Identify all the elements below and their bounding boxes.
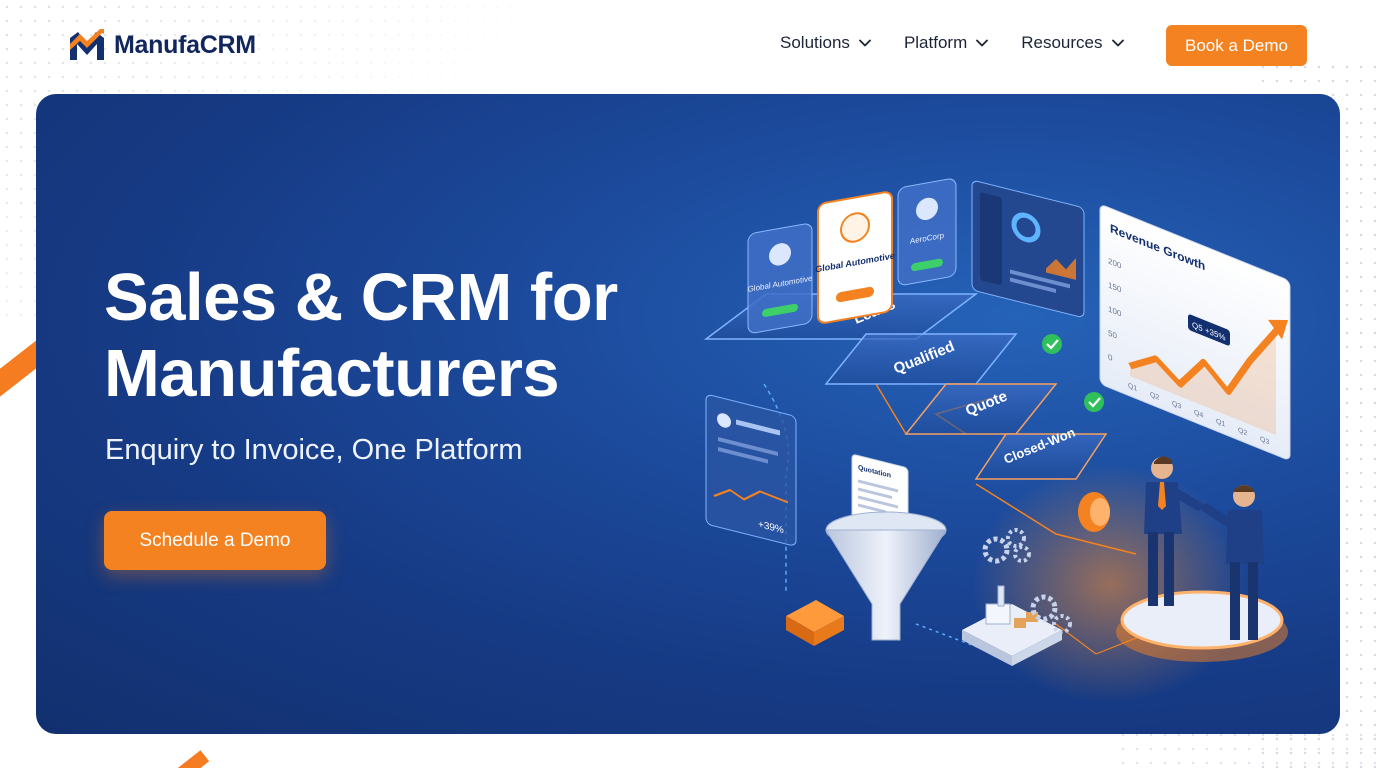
- check-icon: [1042, 334, 1062, 354]
- lead-card: AeroCorp: [897, 178, 957, 286]
- hero-title: Sales & CRM for Manufacturers: [104, 260, 704, 412]
- decorative-dot-pattern: [1116, 728, 1376, 768]
- chevron-down-icon: [1111, 39, 1124, 47]
- dashboard-panel: [971, 180, 1085, 318]
- svg-text:Q3: Q3: [1260, 434, 1269, 446]
- gear-icon: [982, 528, 1031, 564]
- nav-item-label: Platform: [903, 33, 968, 52]
- lead-card: Global Automotive: [747, 223, 813, 334]
- pipeline-stage-quote: Quote: [904, 383, 1058, 435]
- brand-logo[interactable]: ManufaCRM: [68, 28, 256, 62]
- chevron-down-icon: [976, 39, 989, 47]
- hero-title-line2: Manufacturers: [104, 336, 560, 411]
- businessman-figure: [1201, 485, 1264, 640]
- book-demo-button[interactable]: Book a Demo: [1166, 25, 1307, 66]
- handshake-platform: [1116, 590, 1288, 662]
- revenue-growth-chart: Revenue Growth 200 150 100 50 0 Q5 +35% …: [1099, 205, 1291, 460]
- stats-panel: +39%: [705, 394, 797, 546]
- svg-text:50: 50: [1108, 328, 1117, 341]
- nav-item-label: Resources: [1021, 33, 1103, 52]
- svg-text:Q2: Q2: [1238, 425, 1247, 437]
- integration-module-icon: [786, 600, 844, 646]
- pipeline-stage-qualified: Qualified: [824, 333, 1018, 385]
- nav-item-label: Solutions: [780, 33, 850, 52]
- gear-icon: [1030, 594, 1072, 634]
- svg-text:Q1: Q1: [1128, 381, 1137, 393]
- target-lens-icon: [1078, 492, 1110, 532]
- svg-text:Q2: Q2: [1150, 389, 1159, 401]
- check-icon: [1084, 392, 1104, 412]
- hero-glow: [960, 454, 1260, 714]
- decorative-orange-stripe: [176, 750, 210, 768]
- logo-m-icon: [70, 29, 104, 60]
- businessman-figure: [1144, 456, 1203, 606]
- nav-item-solutions[interactable]: Solutions: [780, 33, 871, 53]
- schedule-demo-button[interactable]: Schedule a Demo: [104, 511, 326, 570]
- hero-banner: Sales & CRM for Manufacturers Enquiry to…: [36, 94, 1340, 734]
- svg-text:Q1: Q1: [1216, 416, 1225, 428]
- hero-subtitle: Enquiry to Invoice, One Platform: [105, 434, 523, 466]
- site-header: ManufaCRM Solutions Platform Resources B…: [0, 0, 1376, 90]
- svg-text:0: 0: [1108, 352, 1113, 364]
- funnel-icon: [825, 511, 947, 641]
- factory-icon: [962, 585, 1062, 666]
- nav-item-platform[interactable]: Platform: [903, 33, 989, 53]
- nav-item-resources[interactable]: Resources: [1021, 33, 1124, 53]
- main-nav: Solutions Platform Resources: [780, 33, 1124, 53]
- brand-name: ManufaCRM: [114, 30, 256, 59]
- lead-card-highlighted: Global Automotive: [815, 191, 895, 324]
- crm-pipeline-illustration: Leads Qualified Quote Closed-Won Global …: [703, 178, 1291, 666]
- hero-title-line1: Sales & CRM for: [104, 260, 618, 335]
- svg-text:Q4: Q4: [1194, 407, 1203, 419]
- svg-text:Q3: Q3: [1172, 398, 1181, 410]
- chevron-down-icon: [859, 39, 871, 47]
